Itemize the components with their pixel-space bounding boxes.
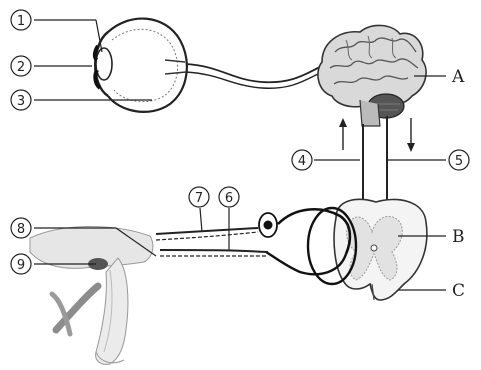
ascending-arrow <box>339 118 347 150</box>
label-1: 1 <box>11 10 31 30</box>
svg-text:4: 4 <box>298 154 306 169</box>
optic-nerve <box>186 64 322 82</box>
descending-arrow <box>407 118 415 152</box>
label-7: 7 <box>189 187 209 207</box>
svg-text:8: 8 <box>17 222 25 237</box>
label-8: 8 <box>11 218 31 238</box>
eyeball <box>95 19 187 112</box>
svg-text:9: 9 <box>17 258 25 273</box>
svg-text:2: 2 <box>17 60 25 75</box>
label-A: A <box>451 67 465 87</box>
label-4: 4 <box>292 150 312 170</box>
label-B: B <box>452 227 465 247</box>
label-2: 2 <box>11 56 31 76</box>
label-9: 9 <box>11 254 31 274</box>
label-5: 5 <box>449 150 469 170</box>
brain <box>318 25 426 126</box>
svg-text:3: 3 <box>17 94 25 109</box>
svg-text:6: 6 <box>225 191 233 206</box>
label-3: 3 <box>11 90 31 110</box>
label-6: 6 <box>219 187 239 207</box>
peripheral-nerves <box>156 228 268 256</box>
leg <box>30 226 153 364</box>
label-C: C <box>452 281 465 301</box>
svg-text:1: 1 <box>17 14 25 29</box>
spinal-tracts <box>363 116 387 204</box>
svg-text:5: 5 <box>455 154 463 169</box>
svg-text:7: 7 <box>195 191 203 206</box>
